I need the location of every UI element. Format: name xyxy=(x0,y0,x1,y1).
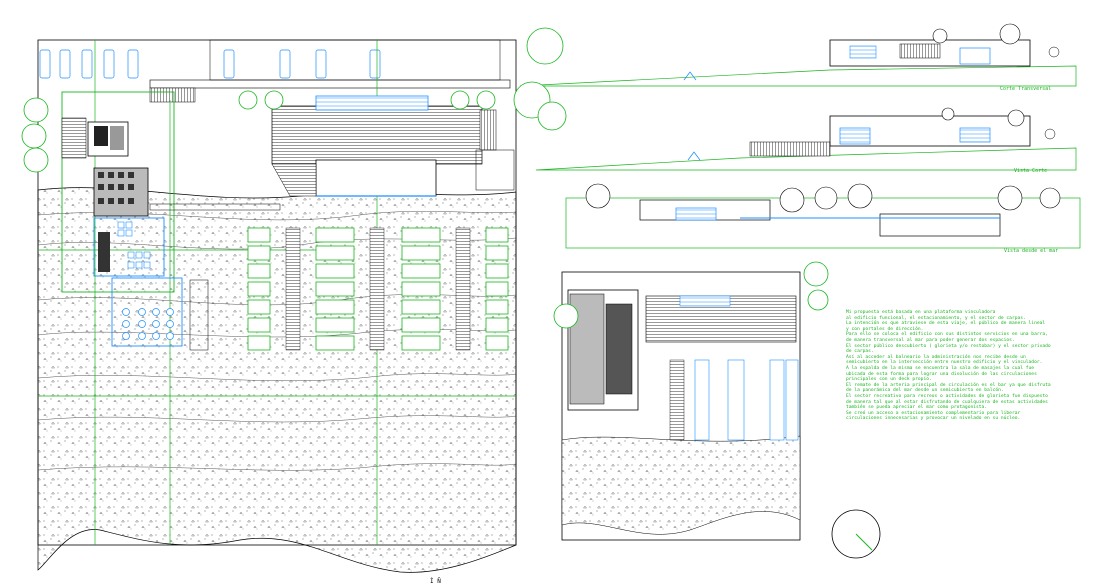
project-notes: Mi propuesta está basada en una platafor… xyxy=(846,310,1078,422)
bar-building xyxy=(315,159,437,197)
beach-ground xyxy=(37,187,517,573)
small-plan-tents xyxy=(694,359,799,441)
functional-building xyxy=(61,91,175,293)
note-line: El sector público descubierto ( glorieta… xyxy=(846,343,1051,349)
terrace xyxy=(111,277,183,347)
deck-hatch xyxy=(61,117,87,159)
note-line: La intención es que atraviese de esta vi… xyxy=(846,321,1046,327)
site-plan xyxy=(21,39,517,573)
caption-section-view: Vista Corte xyxy=(1014,168,1048,174)
parked-cars xyxy=(39,39,501,81)
tree-row xyxy=(21,90,496,173)
main-deck xyxy=(271,105,483,165)
note-line: Mi propuesta está basada en una platafor… xyxy=(846,310,996,315)
note-line: de manera transversal al mar para poder … xyxy=(846,337,1015,343)
stairs xyxy=(149,87,196,103)
note-line: Así al acceder al balneario la administr… xyxy=(846,354,1026,360)
note-line: ubicada de esta forma para lograr una di… xyxy=(846,371,1037,377)
pool xyxy=(315,95,429,111)
caption-view-from-sea: Vista desde el mar xyxy=(1004,248,1059,254)
note-line: Para ello se coloca el edificio con sus … xyxy=(846,332,1048,338)
tent-walkways xyxy=(285,227,471,351)
view-from-sea xyxy=(565,183,1081,249)
note-line: al edificio funcional, el estacionamient… xyxy=(846,315,1026,321)
note-line: semicubierto en la intersección entre nu… xyxy=(846,360,1043,366)
north-arrow-icon xyxy=(831,509,881,559)
note-line: también se pueda apreciar el mar como pr… xyxy=(846,405,988,411)
small-site-plan xyxy=(553,261,829,541)
note-line: de carpas. xyxy=(846,349,874,355)
sheet-stamp: Ì Ñ xyxy=(430,578,441,585)
note-line: El remate de la arteria principal de cir… xyxy=(846,382,1051,388)
note-line: circulaciones innecesarias y provocar un… xyxy=(846,416,1021,422)
caption-section-transversal: Corte Transversal xyxy=(1000,86,1052,92)
section-transversal xyxy=(513,23,1077,131)
road xyxy=(149,79,511,89)
beach-tents xyxy=(247,227,509,351)
note-line: de la panorámica del mar desde un semicu… xyxy=(846,388,1004,394)
note-line: principales con un deck propio. xyxy=(846,377,932,383)
section-view xyxy=(535,107,1077,171)
admin-room xyxy=(93,217,165,277)
note-line: Se creó un acceso a estacionamiento comp… xyxy=(846,410,1021,416)
note-line: y con portales de dirección. xyxy=(846,326,924,332)
note-line: A la espalda de la misma se encuentra la… xyxy=(846,365,1035,371)
note-line: de manera tal que al estar disfrutando d… xyxy=(846,399,1048,405)
walkway xyxy=(149,203,281,211)
note-line: El sector recreativo para recreos o acti… xyxy=(846,393,1048,399)
